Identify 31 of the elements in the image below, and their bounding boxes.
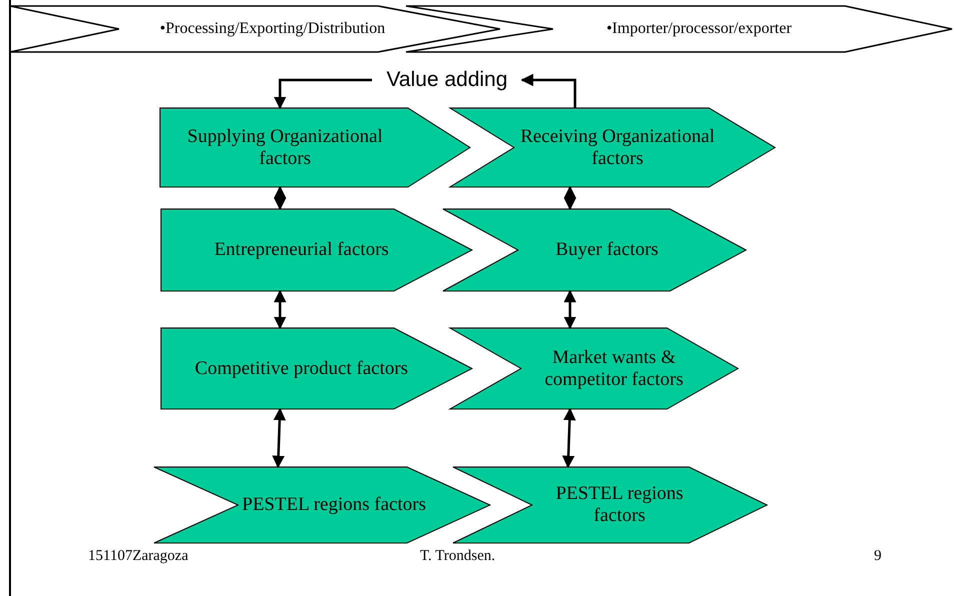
box-label: •Importer/processor/exporter bbox=[606, 20, 792, 38]
box-label: Receiving Organizational factors bbox=[519, 126, 716, 170]
box-label: PESTEL regions factors bbox=[242, 494, 426, 516]
arrow bbox=[562, 408, 576, 468]
arrow bbox=[272, 408, 286, 468]
arrow bbox=[520, 74, 576, 108]
chevron-arrow-box bbox=[453, 467, 767, 543]
arrow bbox=[274, 78, 372, 110]
chevron-banner bbox=[406, 6, 952, 52]
box-label: Buyer factors bbox=[556, 239, 658, 261]
footer-date-place: 151107Zaragoza bbox=[88, 548, 188, 565]
footer-author: T. Trondsen. bbox=[420, 548, 496, 565]
pentagon-arrow-box bbox=[161, 209, 472, 291]
arrow bbox=[564, 290, 576, 330]
box-label: Competitive product factors bbox=[194, 358, 408, 380]
box-label: Supplying Organizational factors bbox=[186, 126, 384, 170]
arrow bbox=[564, 186, 576, 210]
chevron-banner bbox=[10, 6, 500, 52]
arrow bbox=[274, 290, 286, 330]
chevron-arrow-box bbox=[450, 328, 738, 409]
box-label: Market wants & competitor factors bbox=[544, 346, 684, 390]
box-label: PESTEL regions factors bbox=[554, 483, 684, 527]
pentagon-arrow-box bbox=[161, 328, 472, 409]
chevron-arrow-box bbox=[450, 108, 775, 187]
chevron-arrow-box bbox=[443, 209, 746, 291]
chevron-arrow-box bbox=[154, 467, 490, 543]
arrow bbox=[274, 186, 286, 210]
pentagon-arrow-box bbox=[160, 108, 470, 187]
page-number: 9 bbox=[874, 548, 882, 565]
box-label: •Processing/Exporting/Distribution bbox=[160, 20, 386, 38]
box-label: Entrepreneurial factors bbox=[214, 239, 389, 261]
